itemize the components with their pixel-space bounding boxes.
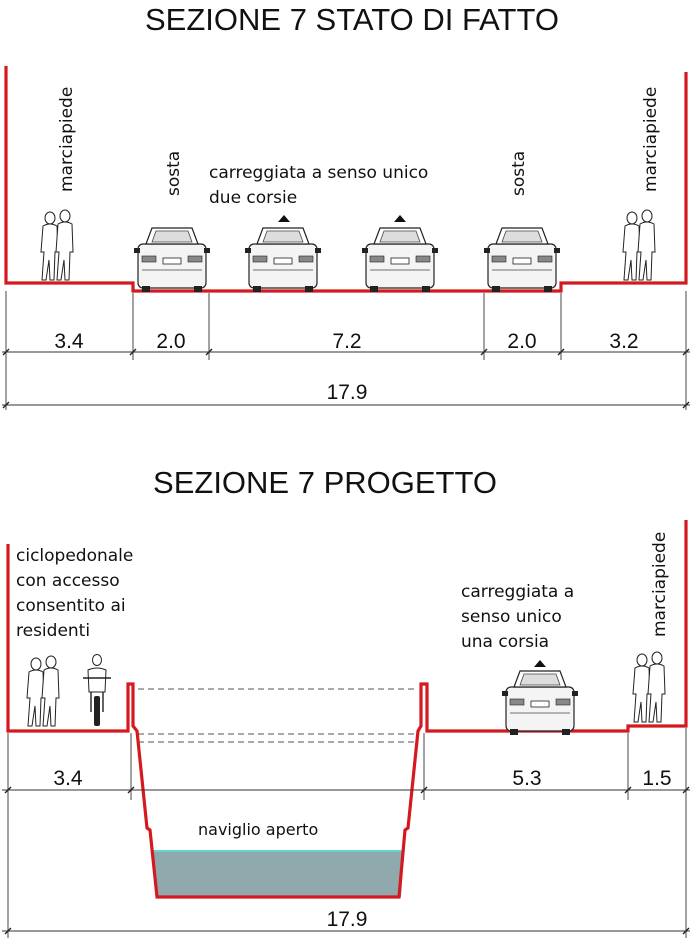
former-road-dashed-lines: [138, 688, 418, 743]
car-icon: [361, 227, 439, 293]
section-1-road-profile: [4, 66, 688, 293]
carriageway-label-line1: carreggiata a: [461, 582, 574, 602]
carriageway-label-line2: senso unico: [461, 607, 562, 627]
parked-car-icon: [133, 227, 211, 293]
pedestrians-icon: [26, 655, 60, 727]
parking-right-label: sosta: [509, 151, 529, 196]
sidewalk-right-label: marciapiede: [650, 532, 670, 637]
section-1-carriageway-direction-arrows: [278, 215, 406, 222]
dimension-carriageway: 5.3: [512, 767, 541, 790]
cyclepath-label-line2: con accesso: [16, 571, 120, 591]
pedestrians-icon: [622, 209, 656, 281]
pedestrians-icon: [632, 651, 666, 723]
dimension-parking-left: 2.0: [156, 330, 185, 353]
pedestrians-icon: [40, 209, 74, 281]
cyclist-icon: [82, 653, 112, 727]
car-icon: [244, 227, 322, 293]
sidewalk-left-label: marciapiede: [57, 87, 77, 192]
dimension-total: 17.9: [327, 908, 368, 931]
carriageway-label-line2: due corsie: [209, 188, 297, 208]
canal-label: naviglio aperto: [198, 820, 318, 839]
section-1-title: SEZIONE 7 STATO DI FATTO: [145, 2, 559, 37]
section-2-title: SEZIONE 7 PROGETTO: [153, 465, 497, 500]
carriageway-label-line1: carreggiata a senso unico: [209, 163, 428, 183]
dimension-sidewalk-right: 3.2: [609, 330, 638, 353]
section-1-dimension-lines: [2, 291, 690, 410]
cyclepath-label-line4: residenti: [16, 621, 90, 641]
section-2-dimension-lines: [2, 728, 690, 938]
parking-left-label: sosta: [164, 151, 184, 196]
dimension-sidewalk: 1.5: [642, 767, 671, 790]
dimension-parking-right: 2.0: [507, 330, 536, 353]
section-2-direction-arrow: [534, 660, 546, 667]
canal-water: [151, 851, 404, 897]
dimension-carriageway: 7.2: [332, 330, 361, 353]
dimension-cyclepath: 3.4: [53, 767, 83, 790]
dimension-sidewalk-left: 3.4: [54, 330, 84, 353]
parked-car-icon: [483, 227, 561, 293]
cyclepath-label-line1: ciclopedonale: [16, 546, 133, 566]
carriageway-label-line3: una corsia: [461, 632, 549, 652]
sidewalk-right-label: marciapiede: [641, 87, 661, 192]
cyclepath-label-line3: consentito ai: [16, 596, 126, 616]
dimension-total: 17.9: [327, 381, 368, 404]
car-icon: [501, 670, 579, 736]
